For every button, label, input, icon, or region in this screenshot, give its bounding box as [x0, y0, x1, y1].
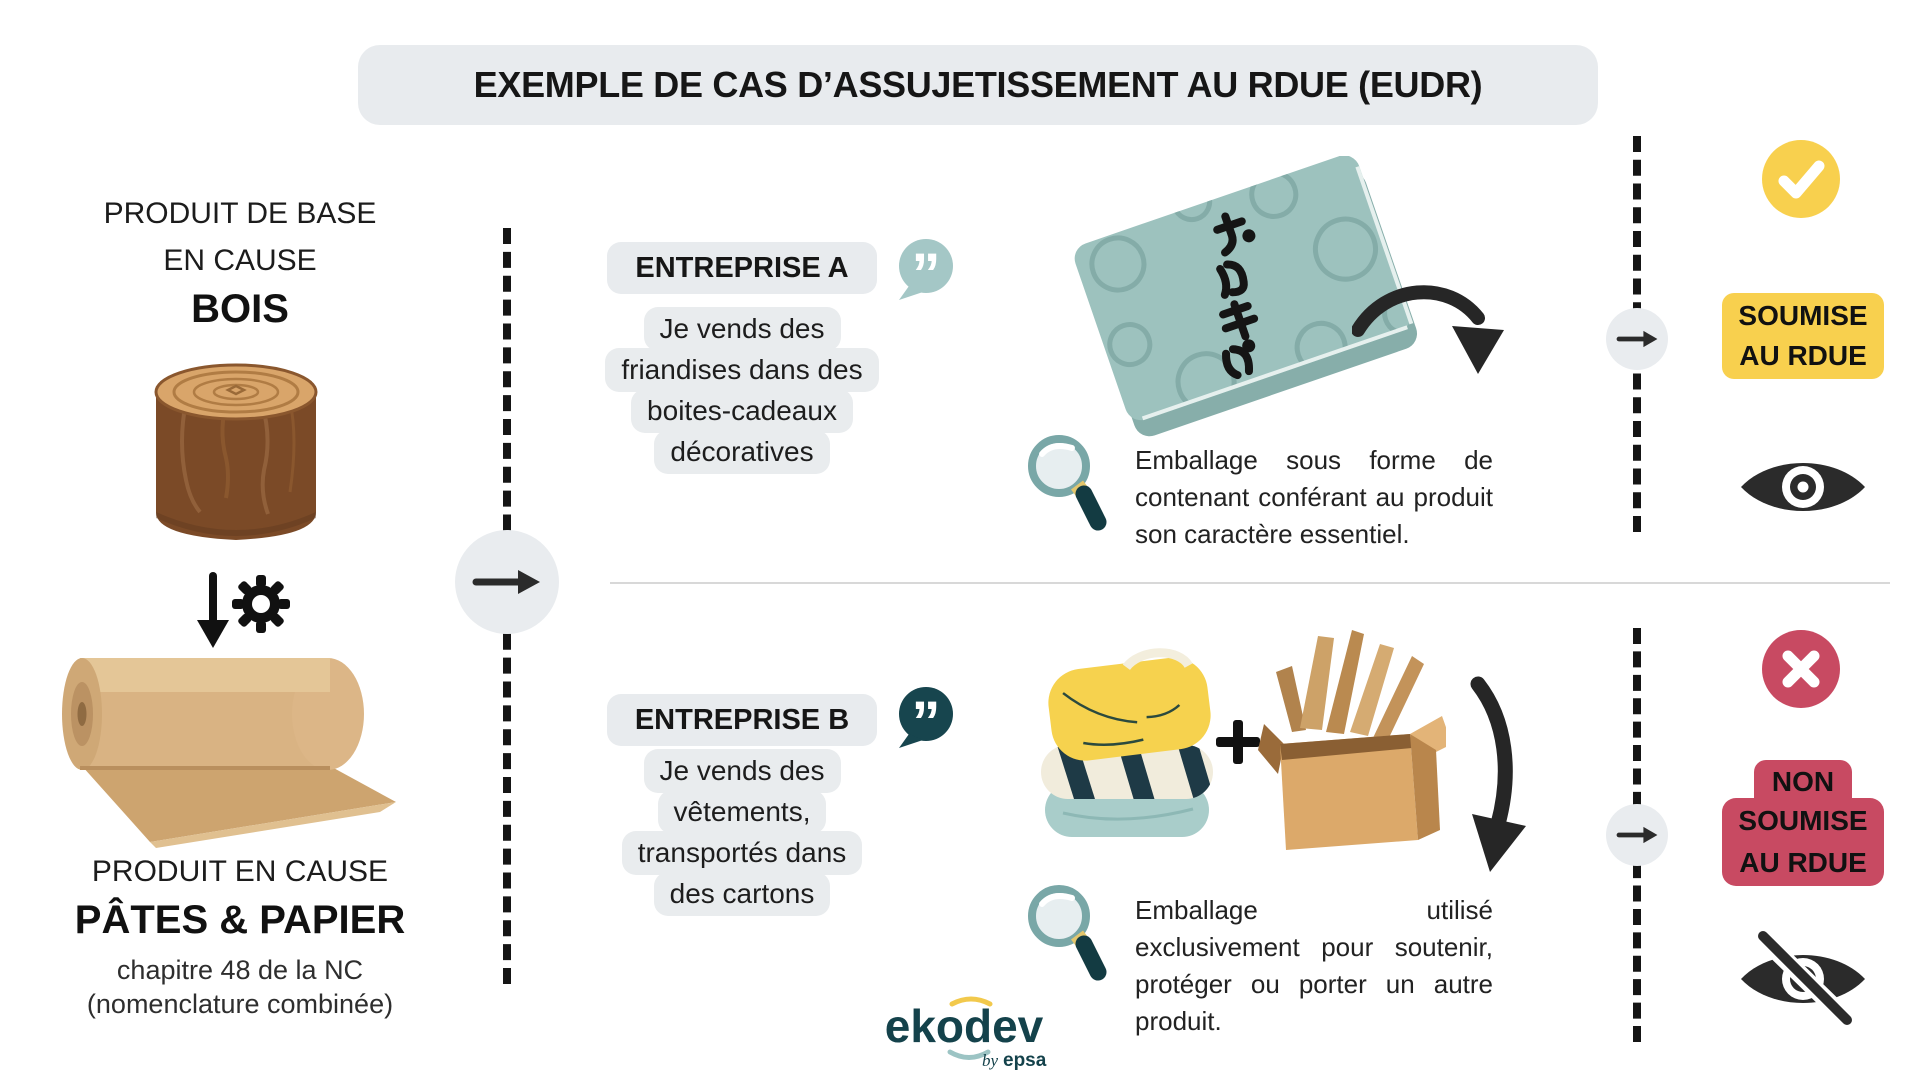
curved-arrow-a-icon [1352, 285, 1504, 374]
analysis-b-text: Emballage utilisé exclusivement pour sou… [1135, 895, 1493, 1036]
logo-brand: epsa [1003, 1050, 1047, 1071]
verdict-badge-b-main: SOUMISE AU RDUE [1722, 798, 1884, 886]
clothes-stack-illustration [1041, 648, 1213, 837]
quote-a-line3: boites-cadeaux [631, 389, 853, 433]
verdict-b-line1: NON [1771, 766, 1835, 797]
verdict-badge-a: SOUMISE AU RDUE [1722, 293, 1884, 379]
company-a-label: ENTREPRISE A [607, 242, 877, 294]
eye-icon [1741, 463, 1865, 511]
gear-icon [232, 575, 290, 633]
verdict-a-line1: SOUMISE [1738, 300, 1868, 331]
cardboard-box-illustration [1258, 630, 1446, 850]
flow-arrow-circle-main [455, 530, 559, 634]
page-title-text: EXEMPLE DE CAS D’ASSUJETISSEMENT AU RDUE… [473, 64, 1483, 105]
company-a-quote-bubble: Je vends des friandises dans des boites-… [592, 307, 892, 474]
arrow-right-icon [472, 570, 540, 594]
quote-a-line2: friandises dans des [605, 348, 879, 392]
section-separator [610, 582, 1890, 584]
company-b-label: ENTREPRISE B [607, 694, 877, 746]
logo-text: ekodev [885, 1000, 1044, 1052]
quote-b-line2: vêtements, [657, 790, 827, 834]
transformation-arrow-gear-icon [197, 572, 290, 648]
base-product-name: BOIS [191, 287, 289, 331]
quote-b-line1: Je vends des [643, 749, 841, 793]
analysis-a-text: Emballage sous forme de contenant confér… [1135, 445, 1493, 549]
gift-box-illustration [1074, 156, 1418, 437]
derived-product-name: PÂTES & PAPIER [74, 898, 406, 942]
quote-b-line3: transportés dans [621, 831, 863, 875]
flow-arrow-circle-a [1606, 308, 1668, 370]
verdict-a-line2: AU RDUE [1739, 340, 1867, 371]
base-product-heading: PRODUIT DE BASE EN CAUSE BOIS [40, 190, 440, 334]
check-icon [1762, 140, 1840, 218]
derived-note-line2: (nomenclature combinée) [86, 989, 394, 1019]
page-title: EXEMPLE DE CAS D’ASSUJETISSEMENT AU RDUE… [358, 45, 1598, 125]
magnifier-icon-b [1028, 885, 1107, 981]
company-b-label-text: ENTREPRISE B [634, 703, 850, 736]
quote-a-line4: décoratives [654, 430, 830, 474]
eye-slash-icon [1741, 931, 1865, 1025]
company-b-quote-bubble: Je vends des vêtements, transportés dans… [592, 749, 892, 916]
quote-icon-b: ” [899, 687, 953, 750]
company-a-label-text: ENTREPRISE A [635, 251, 849, 284]
verdict-b-line2: SOUMISE [1738, 805, 1868, 836]
derived-product-heading: PRODUIT EN CAUSE PÂTES & PAPIER chapitre… [20, 848, 460, 1021]
verdict-b-line3: AU RDUE [1739, 847, 1867, 878]
ekodev-logo: ekodev by epsa [885, 996, 1047, 1071]
quote-icon-a: ” [899, 239, 953, 302]
verdict-badge-b-top: NON [1754, 760, 1852, 800]
base-heading-line1: PRODUIT DE BASE [103, 197, 377, 230]
cross-icon [1762, 630, 1840, 708]
plus-icon [1216, 720, 1260, 764]
derived-note-line1: chapitre 48 de la NC [116, 955, 364, 985]
wood-log-illustration [154, 363, 318, 540]
base-heading-line2: EN CAUSE [163, 244, 317, 277]
quote-b-line4: des cartons [653, 872, 831, 916]
giftbox-characters [1213, 212, 1259, 380]
magnifier-icon-a [1028, 435, 1107, 531]
svg-text:”: ” [912, 690, 941, 750]
arrow-right-icon-a [1616, 330, 1658, 348]
logo-by: by [982, 1051, 999, 1070]
arrow-right-icon-b [1616, 826, 1658, 844]
derived-heading-text: PRODUIT EN CAUSE [91, 855, 389, 888]
paper-roll-illustration [62, 658, 396, 848]
flow-arrow-circle-b [1606, 804, 1668, 866]
svg-text:”: ” [912, 242, 941, 302]
quote-a-line1: Je vends des [643, 307, 841, 351]
curved-arrow-b-icon [1470, 676, 1526, 872]
